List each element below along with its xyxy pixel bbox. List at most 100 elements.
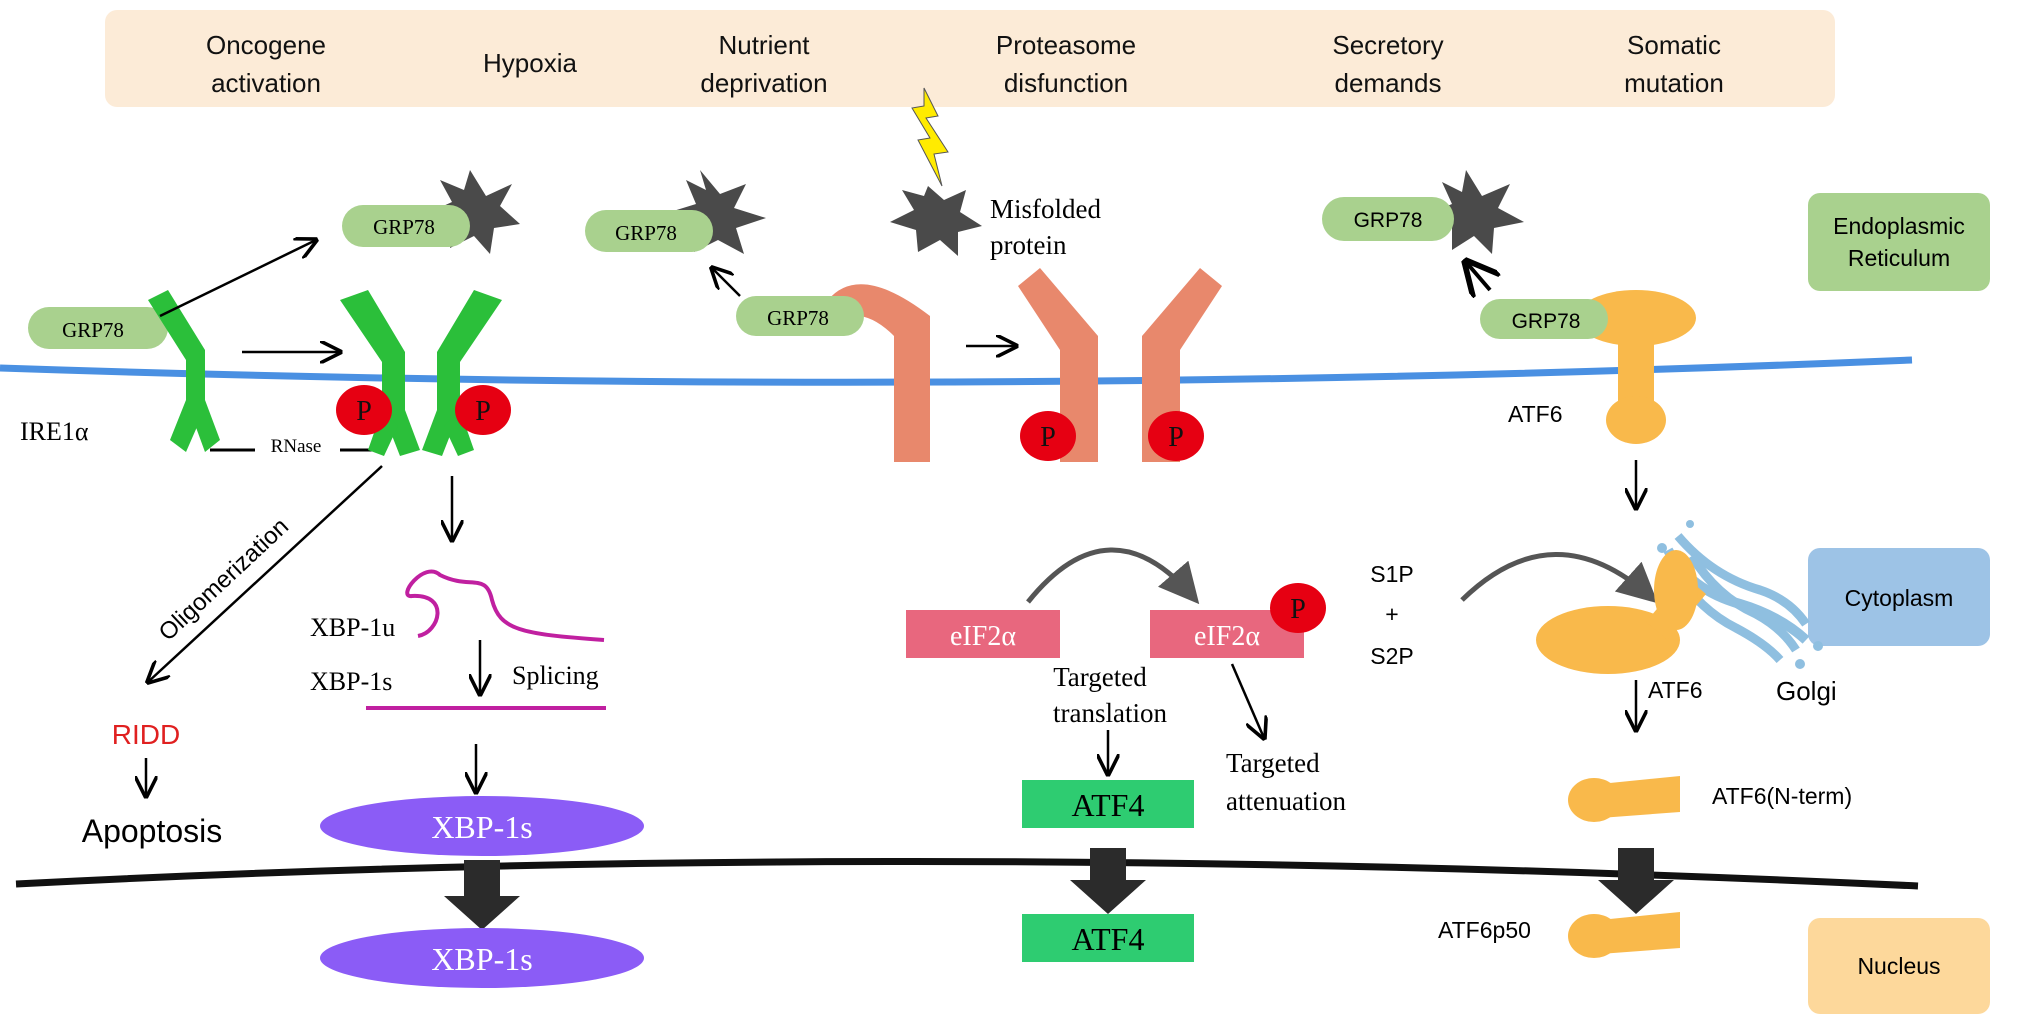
protease-cleavage-arrow [1460, 552, 1658, 604]
grp78-pill [28, 307, 168, 349]
targeted-translation-line2: translation [1053, 698, 1167, 728]
perk-dimer-left [1018, 268, 1098, 462]
atf6-branch: GRP78 GRP78 ATF6 S1P + S2P ATF6 Golg [1322, 170, 1852, 958]
grp78-pill [585, 210, 713, 252]
oligomerization-label: Oligomerization [154, 513, 294, 646]
ire1-dimer-right-foot2 [444, 410, 474, 456]
nucleus-label: Nucleus [1857, 953, 1940, 979]
phospho-label: P [1040, 422, 1056, 453]
grp78-pill [736, 296, 864, 336]
misfolded-protein-star [670, 170, 766, 254]
stressor-oncogene-line2: activation [211, 68, 321, 98]
misfolded-label-line1: Misfolded [990, 194, 1101, 224]
phospho-label: P [475, 396, 491, 427]
ire1-monomer-foot2 [170, 400, 200, 452]
grp78-label: GRP78 [767, 306, 829, 330]
stressor-somatic-line1: Somatic [1627, 30, 1721, 60]
phospho-label: P [1290, 594, 1306, 625]
stressor-hypoxia: Hypoxia [483, 48, 577, 78]
cytoplasm-label: Cytoplasm [1845, 585, 1954, 611]
ire1-monomer-arm [148, 290, 205, 420]
targeted-attenuation-line2: attenuation [1226, 786, 1346, 816]
xbp1u-label: XBP-1u [310, 613, 395, 642]
atf6-golgi-base [1654, 550, 1698, 630]
atf6-er-label: ATF6 [1508, 401, 1563, 427]
eif2a-box [906, 610, 1060, 658]
eif2a-phosphorylation-arrow [1026, 547, 1200, 605]
grp78-label: GRP78 [1512, 310, 1581, 333]
grp78-label: GRP78 [1354, 209, 1423, 232]
ire1-dimer-right-arm [437, 290, 502, 430]
misfolded-protein-star [890, 186, 982, 256]
atf6-er-head [1576, 290, 1696, 346]
grp78-pill [1322, 197, 1454, 241]
xbp1s-mrna-label: XBP-1s [310, 667, 392, 696]
stressor-proteasome-line2: disfunction [1004, 68, 1128, 98]
atf6-nterm-tail [1600, 776, 1680, 818]
phospho-badge [1020, 411, 1076, 461]
xbp1s-nucleus-label: XBP-1s [431, 941, 532, 977]
atf4-cytoplasm-box [1022, 780, 1194, 828]
atf4-nucleus-box [1022, 914, 1194, 962]
xbp1s-nuclear-import-arrow [444, 860, 520, 930]
stressor-nutrient-line2: deprivation [700, 68, 827, 98]
stressor-secretory-line2: demands [1335, 68, 1442, 98]
s2p-label: S2P [1370, 643, 1413, 669]
perk-branch: Misfolded protein GRP78 GRP78 P P eIF2α … [585, 87, 1346, 962]
phospho-label: P [1168, 422, 1184, 453]
stressor-oncogene-line1: Oncogene [206, 30, 326, 60]
grp78-pill [1480, 299, 1608, 339]
xbp1s-cytoplasm-protein [320, 796, 644, 856]
plus-label: + [1385, 601, 1398, 627]
apoptosis-label: Apoptosis [82, 813, 223, 849]
grp78-label: GRP78 [62, 318, 124, 342]
atf6-nterm-label: ATF6(N-term) [1712, 783, 1852, 809]
grp78-label: GRP78 [373, 215, 435, 239]
lightning-bolt-icon [911, 87, 949, 187]
misfolded-label-line2: protein [990, 230, 1067, 260]
phospho-badge [455, 385, 511, 435]
grp78-pill [342, 205, 470, 247]
oligomerization-arrow [148, 465, 383, 682]
atf6p50-label: ATF6p50 [1438, 917, 1531, 943]
stressor-secretory-line1: Secretory [1332, 30, 1443, 60]
atf4-nuclear-import-arrow [1070, 848, 1146, 914]
targeted-attenuation-line1: Targeted [1226, 748, 1320, 778]
phospho-label: P [356, 396, 372, 427]
atf6p50-tail [1600, 912, 1680, 954]
atf4-cytoplasm-label: ATF4 [1072, 787, 1145, 823]
phospho-badge [336, 385, 392, 435]
xbp1s-nucleus-protein [320, 928, 644, 988]
golgi-label: Golgi [1776, 676, 1837, 706]
attenuation-arrow [1230, 663, 1264, 738]
grp78-release-arrow [1466, 262, 1490, 290]
atf6-golgi-label: ATF6 [1648, 677, 1703, 703]
atf4-nucleus-label: ATF4 [1072, 921, 1145, 957]
stressor-somatic-line2: mutation [1624, 68, 1724, 98]
nuclear-membrane [15, 858, 1919, 890]
eif2a-p-label: eIF2α [1194, 621, 1260, 652]
xbp1s-cytoplasm-label: XBP-1s [431, 809, 532, 845]
s1p-label: S1P [1370, 561, 1413, 587]
perk-dimer-right [1142, 268, 1222, 462]
grp78-label: GRP78 [615, 221, 677, 245]
er-label-line1: Endoplasmic [1833, 213, 1965, 239]
ire1-label: IRE1α [20, 417, 89, 446]
perk-monomer [828, 284, 930, 462]
ire1-dimer-left-foot2 [368, 410, 398, 456]
targeted-translation-line1: Targeted [1053, 662, 1147, 692]
stressor-banner [105, 10, 1835, 107]
er-label-line2: Reticulum [1848, 245, 1950, 271]
stressor-nutrient-line1: Nutrient [718, 30, 810, 60]
ire1-dimer-left-arm [340, 290, 405, 430]
stressor-proteasome-line1: Proteasome [996, 30, 1136, 60]
atf6-nuclear-import-arrow [1598, 848, 1674, 914]
misfolded-protein-star [1428, 170, 1524, 254]
ridd-label: RIDD [112, 719, 180, 750]
xbp1u-mrna [405, 569, 605, 642]
grp78-release-arrow [712, 268, 741, 297]
er-compartment-box [1808, 193, 1990, 291]
phospho-badge [1270, 583, 1326, 633]
